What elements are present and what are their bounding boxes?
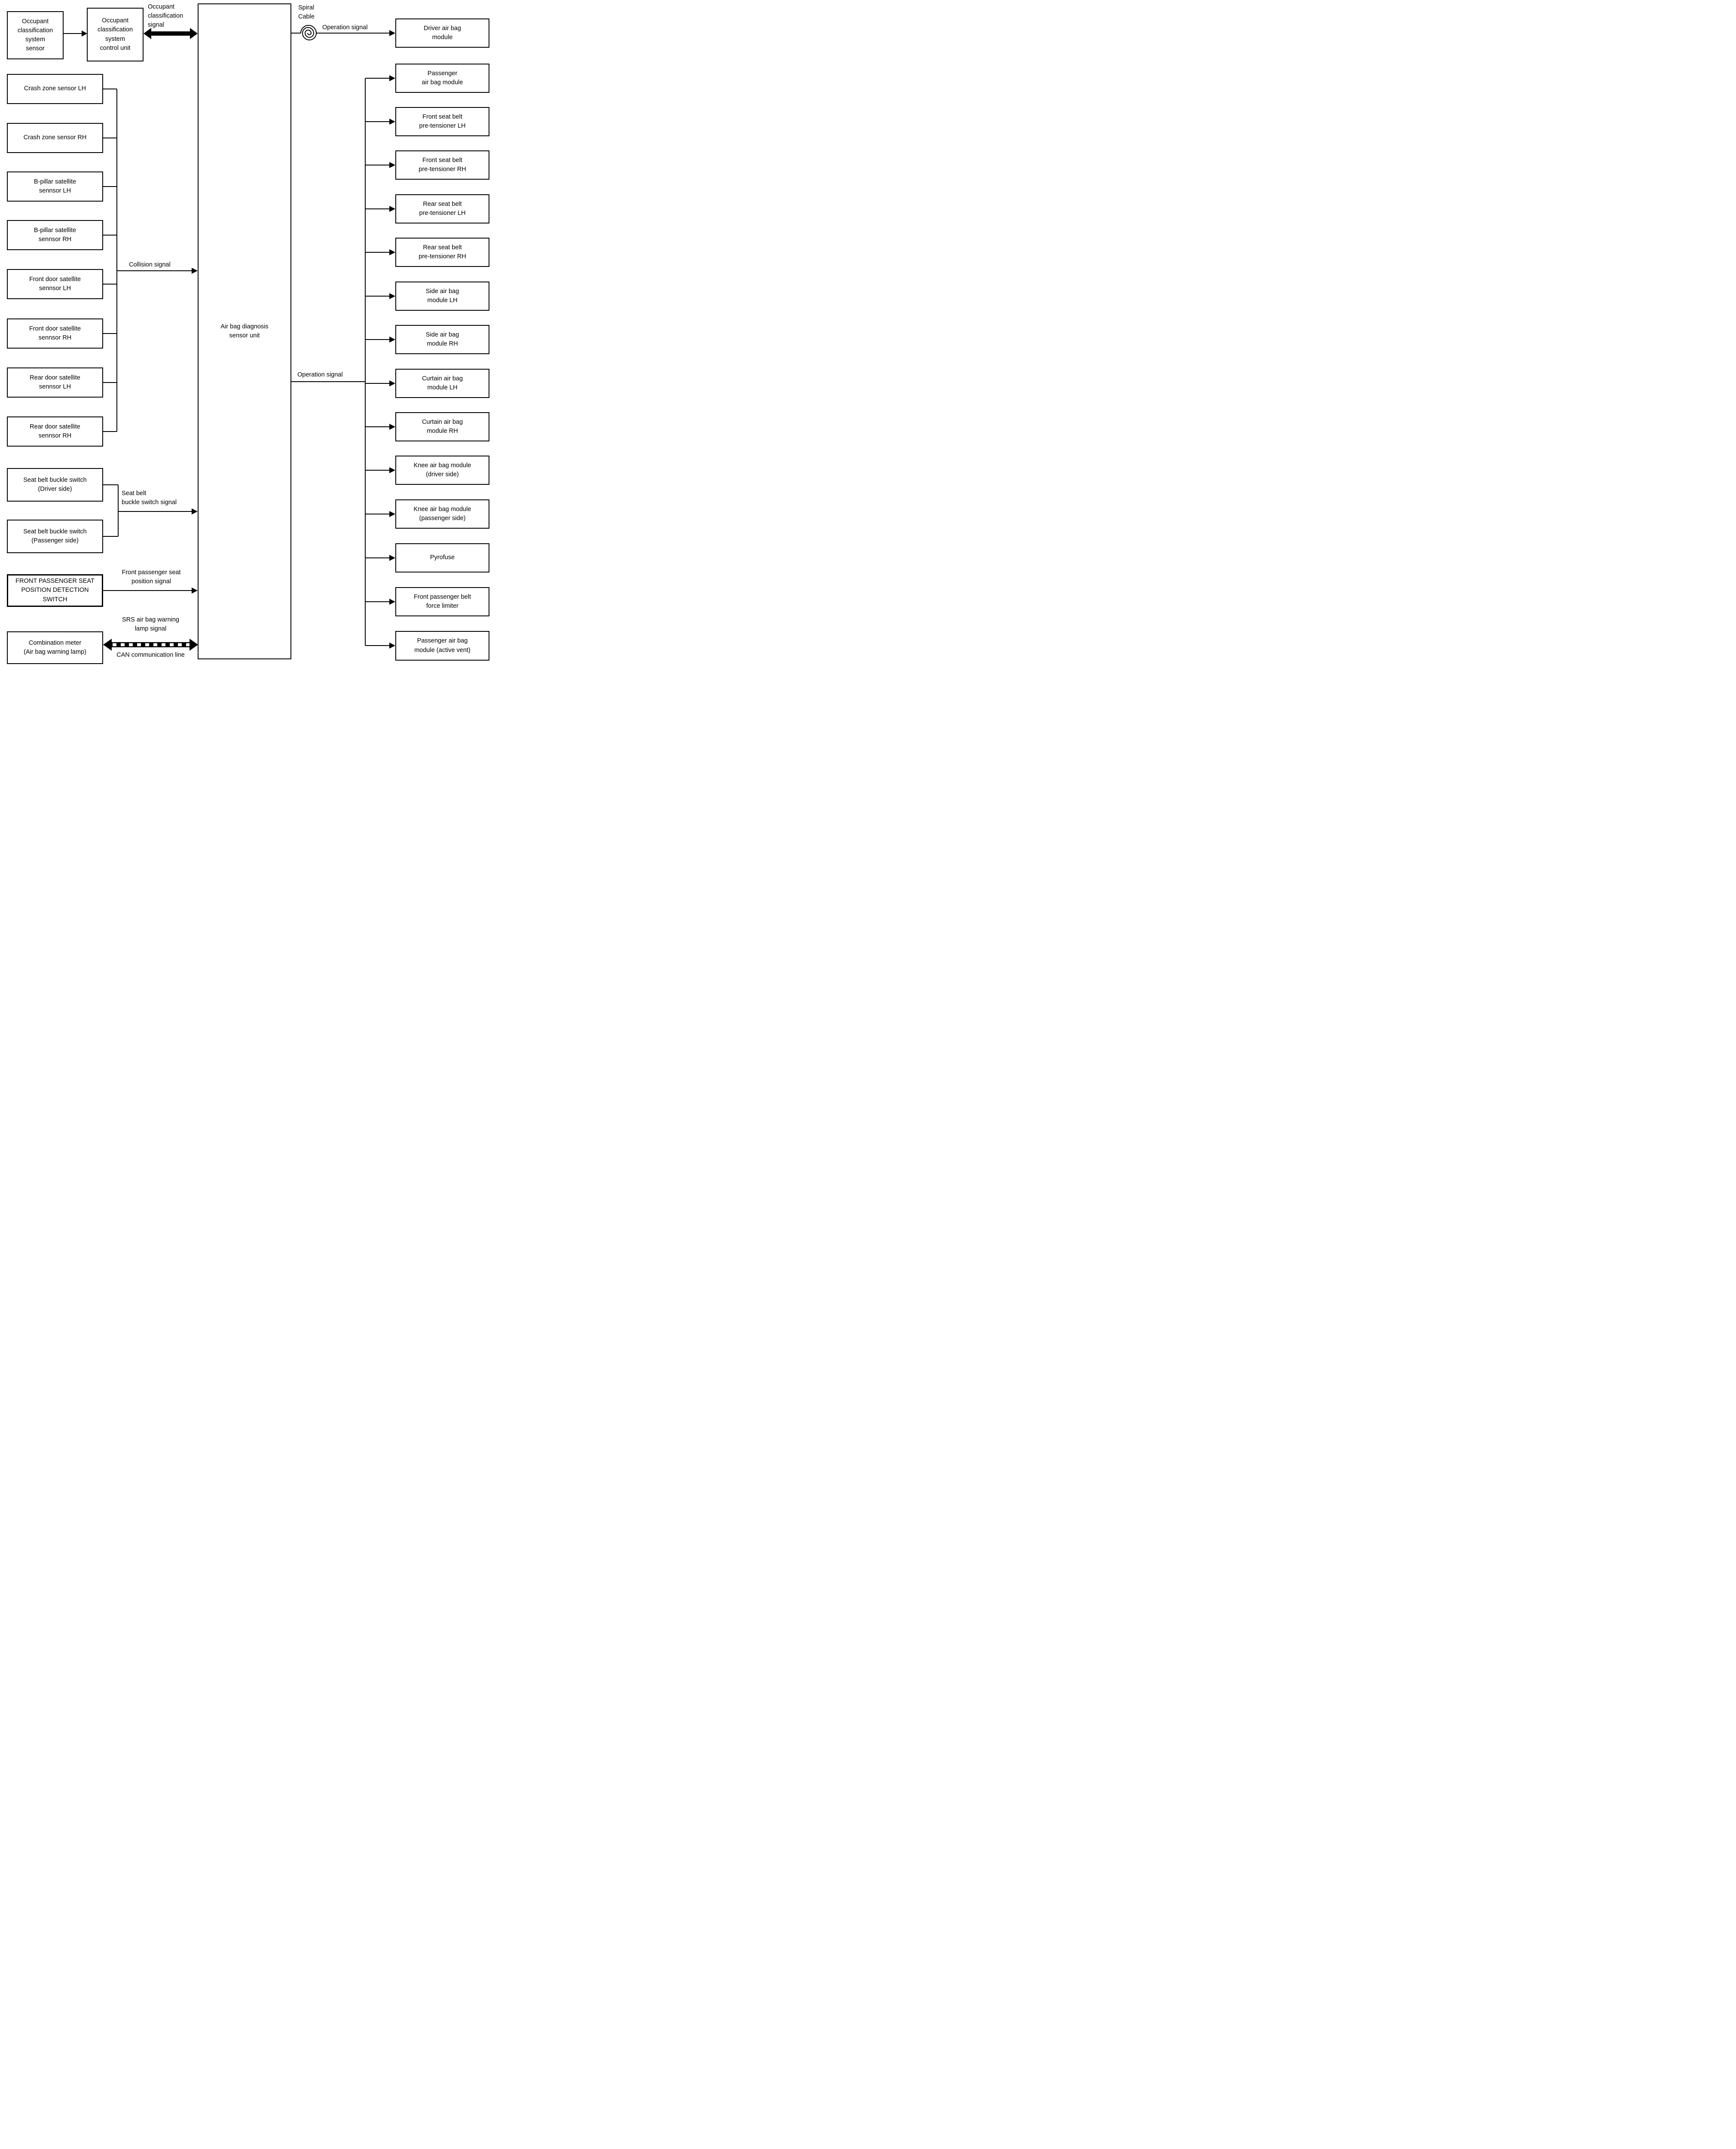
box-front-door-satellite-sensor-rh: Front door satellite sennsor RH [7,318,103,349]
connector-lines [64,25,395,651]
box-knee-air-bag-module-passenger: Knee air bag module (passenger side) [395,499,489,529]
label-seat-belt-buckle-switch-signal: Seat belt buckle switch signal [122,490,177,506]
label-can-communication-line: CAN communication line [116,652,185,658]
box-rear-seat-belt-pre-tensioner-lh: Rear seat belt pre-tensioner LH [395,194,489,223]
box-front-door-satellite-sensor-lh: Front door satellite sennsor LH [7,269,103,299]
box-curtain-air-bag-module-lh: Curtain air bag module LH [395,369,489,398]
box-curtain-air-bag-module-rh: Curtain air bag module RH [395,412,489,441]
box-front-seat-belt-pre-tensioner-rh: Front seat belt pre-tensioner RH [395,150,489,180]
box-front-passenger-seat-position-detection-switch: FRONT PASSENGER SEAT POSITION DETECTION … [7,574,103,607]
box-air-bag-diagnosis-sensor-unit: Air bag diagnosis sensor unit [198,3,291,659]
occupant-sensor-to-control-arrow [64,31,87,37]
label-operation-signal-mid: Operation signal [297,371,343,378]
box-pyrofuse: Pyrofuse [395,543,489,572]
box-seat-belt-buckle-switch-driver: Seat belt buckle switch (Driver side) [7,468,103,502]
box-passenger-air-bag-module-active-vent: Passenger air bag module (active vent) [395,631,489,661]
operation-bus-lines [291,75,395,649]
seat-position-signal-arrow [103,588,198,594]
box-side-air-bag-module-lh: Side air bag module LH [395,282,489,311]
box-rear-door-satellite-sensor-rh: Rear door satellite sennsor RH [7,416,103,447]
box-passenger-air-bag-module: Passenger air bag module [395,64,489,93]
box-b-pillar-satellite-sensor-lh: B-pillar satellite sennsor LH [7,171,103,202]
label-front-passenger-seat-position-signal: Front passenger seat position signal [122,569,181,585]
box-crash-zone-sensor-lh: Crash zone sensor LH [7,74,103,104]
box-crash-zone-sensor-rh: Crash zone sensor RH [7,123,103,153]
spiral-cable-icon [300,25,317,40]
box-rear-door-satellite-sensor-lh: Rear door satellite sennsor LH [7,367,103,398]
label-srs-air-bag-warning-lamp-signal: SRS air bag warning lamp signal [122,616,179,633]
box-seat-belt-buckle-switch-passenger: Seat belt buckle switch (Passenger side) [7,520,103,553]
box-front-seat-belt-pre-tensioner-lh: Front seat belt pre-tensioner LH [395,107,489,136]
label-spiral-cable: Spiral Cable [298,4,315,21]
label-occupant-classification-signal: Occupant classification signal [148,3,183,29]
box-side-air-bag-module-rh: Side air bag module RH [395,325,489,354]
box-occupant-classification-system-sensor: Occupant classification system sensor [7,11,64,59]
box-front-passenger-belt-force-limiter: Front passenger belt force limiter [395,587,489,616]
can-communication-double-arrow [103,639,198,651]
collision-bus-lines [103,89,198,432]
occupant-classification-double-arrow [144,28,198,39]
buckle-switch-bus-lines [103,484,198,537]
spiral-cable-operation-line [291,25,395,40]
label-operation-signal-top: Operation signal [322,24,368,31]
box-knee-air-bag-module-driver: Knee air bag module (driver side) [395,456,489,485]
box-combination-meter-air-bag-warning-lamp: Combination meter (Air bag warning lamp) [7,631,103,664]
box-rear-seat-belt-pre-tensioner-rh: Rear seat belt pre-tensioner RH [395,238,489,267]
airbag-system-block-diagram: Occupant classification system sensor Oc… [0,0,498,676]
box-driver-air-bag-module: Driver air bag module [395,18,489,48]
box-b-pillar-satellite-sensor-rh: B-pillar satellite sennsor RH [7,220,103,250]
box-occupant-classification-system-control-unit: Occupant classification system control u… [87,8,144,61]
label-collision-signal: Collision signal [129,261,171,268]
